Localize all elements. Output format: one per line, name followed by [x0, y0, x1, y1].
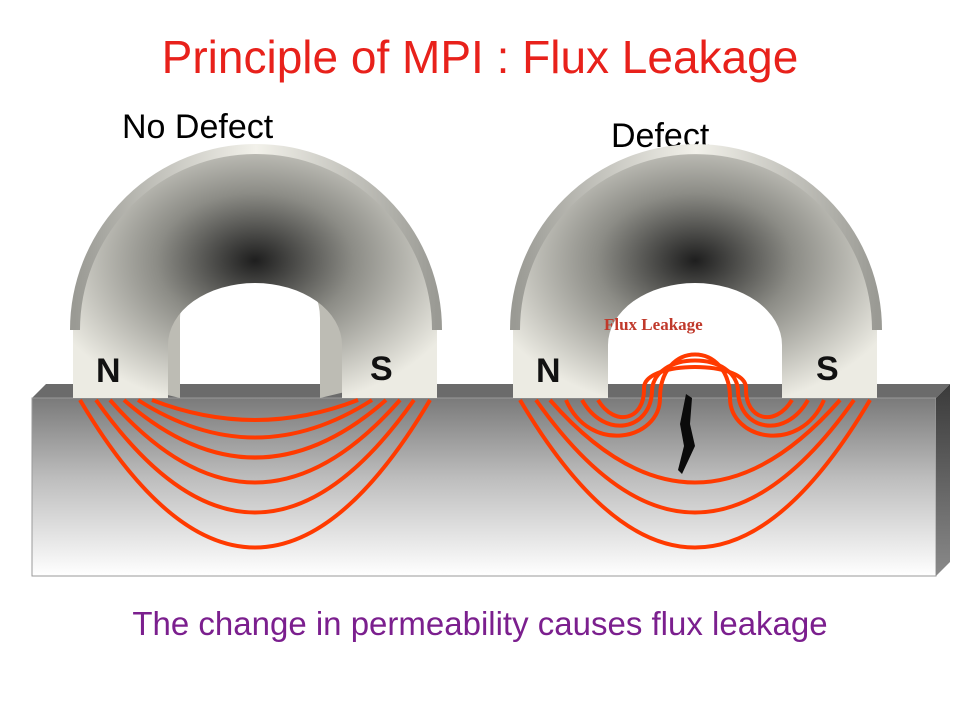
crack-defect — [678, 394, 695, 474]
page-title: Principle of MPI : Flux Leakage — [161, 31, 799, 83]
south-pole-label-right: S — [816, 350, 839, 388]
magnet-defect — [510, 144, 882, 398]
no-defect-label: No Defect — [122, 108, 274, 146]
north-pole-label-left: N — [96, 352, 121, 390]
flux-lines-no-defect — [78, 398, 432, 550]
caption: The change in permeability causes flux l… — [132, 605, 828, 642]
magnet-no-defect — [70, 144, 442, 398]
flux-lines-defect — [518, 352, 872, 550]
south-pole-label-left: S — [370, 350, 393, 388]
north-pole-label-right: N — [536, 352, 561, 390]
flux-leakage-label: Flux Leakage — [604, 315, 703, 334]
